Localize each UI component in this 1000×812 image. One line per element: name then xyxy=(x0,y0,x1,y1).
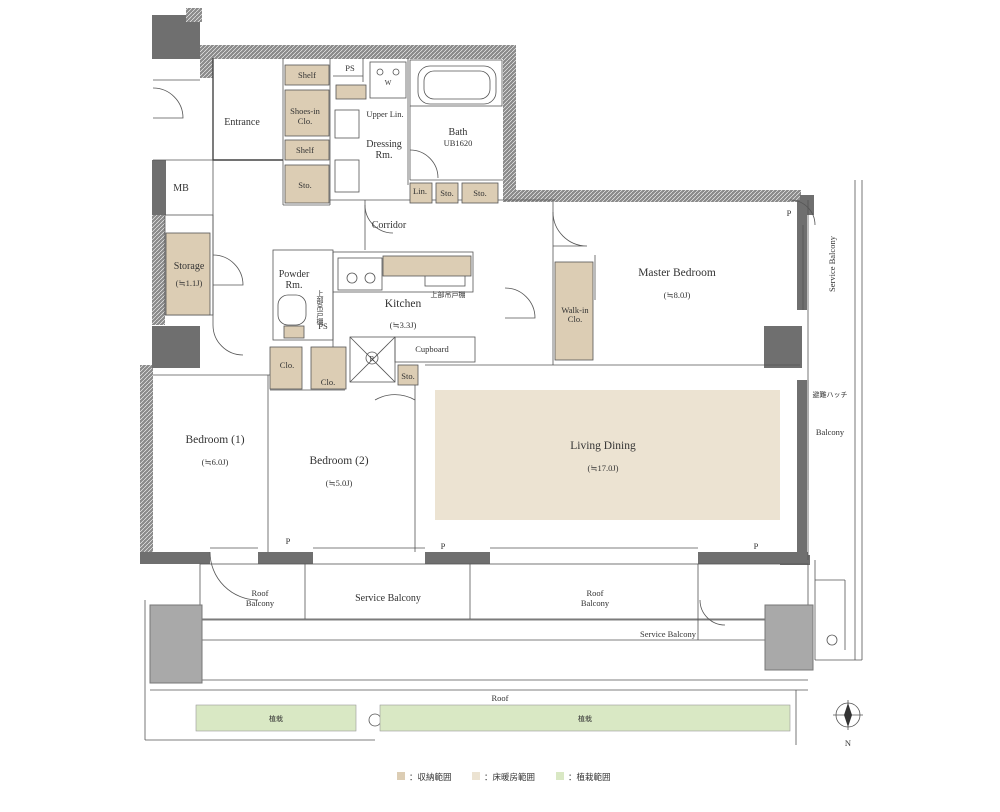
label-roof-balcony-left-2: Balcony xyxy=(246,598,275,608)
label-p-bed2: P xyxy=(286,536,291,546)
label-shelf-top: Shelf xyxy=(298,70,316,80)
label-clo: Clo. xyxy=(321,377,335,387)
label-bed2-size: (≒5.0J) xyxy=(326,478,353,488)
label-lin: Lin. xyxy=(413,186,427,196)
label-living-size: (≒17.0J) xyxy=(588,463,619,473)
label-kitchen-note: 上部吊戸棚 xyxy=(431,290,466,299)
label-compass-north: N xyxy=(845,738,851,748)
room-labels: Entrance Shelf Shoes-in Clo. Shelf Sto. … xyxy=(173,63,791,551)
outdoor-labels: Service Balcony 避難ハッチ Balcony Roof Balco… xyxy=(246,235,851,748)
interior-walls xyxy=(144,58,863,745)
label-bath: Bath xyxy=(449,127,468,138)
label-kitchen-size: (≒3.3J) xyxy=(390,320,417,330)
label-bed2: Bedroom (2) xyxy=(309,455,368,467)
legend-label-storage: ：収納範囲 xyxy=(409,772,452,782)
label-sto-kitchen: Sto. xyxy=(401,371,414,381)
label-roof-balcony-left: Roof xyxy=(252,588,269,598)
label-sto-entry: Sto. xyxy=(298,180,311,190)
label-walkin: Walk-in xyxy=(561,305,589,315)
label-clo-small: Clo. xyxy=(280,360,294,370)
label-sto-b: Sto. xyxy=(473,188,486,198)
label-corridor: Corridor xyxy=(372,220,407,231)
label-upper-lin: Upper Lin. xyxy=(366,109,403,119)
label-sto-a: Sto. xyxy=(440,188,453,198)
label-powder-rm: Rm. xyxy=(286,280,303,291)
label-shelf-bottom: Shelf xyxy=(296,145,314,155)
label-balcony: Balcony xyxy=(816,427,845,437)
exterior-walls xyxy=(140,8,814,565)
label-planting-right: 植栽 xyxy=(578,714,592,723)
label-roof: Roof xyxy=(492,693,509,703)
label-shoes-in-clo: Clo. xyxy=(298,116,312,126)
planting-area-right xyxy=(379,704,791,732)
label-shoes-in: Shoes-in xyxy=(290,106,321,116)
label-mb: MB xyxy=(173,183,189,194)
label-living: Living Dining xyxy=(570,440,636,452)
label-service-balcony-east: Service Balcony xyxy=(827,235,837,292)
label-roof-balcony-right: Roof xyxy=(587,588,604,598)
legend: ：収納範囲 ：床暖房範囲 ：植栽範囲 xyxy=(397,772,611,782)
label-p-living1: P xyxy=(441,541,446,551)
label-p-master: P xyxy=(787,208,792,218)
legend-label-planting: ：植栽範囲 xyxy=(568,772,611,782)
label-ps-powder: PS xyxy=(318,321,328,331)
floor-heating-area xyxy=(435,390,780,520)
label-powder-note: 上部吊戸棚 xyxy=(316,289,324,326)
balcony-column-right xyxy=(764,604,814,671)
label-p-living2: P xyxy=(754,541,759,551)
balcony-column-left xyxy=(149,604,203,684)
label-master: Master Bedroom xyxy=(638,267,716,279)
legend-swatch-storage xyxy=(397,772,405,780)
label-storage-size: (≒1.1J) xyxy=(176,278,203,288)
label-dressing: Dressing xyxy=(366,139,402,150)
label-dressing-rm: Rm. xyxy=(376,150,393,161)
compass xyxy=(833,700,863,730)
label-bath-unit: UB1620 xyxy=(444,138,473,148)
label-kitchen: Kitchen xyxy=(385,298,422,310)
label-roof-balcony-right-2: Balcony xyxy=(581,598,610,608)
label-service-balcony-south: Service Balcony xyxy=(355,593,421,604)
legend-swatch-planting xyxy=(556,772,564,780)
label-service-balcony-lower: Service Balcony xyxy=(640,629,697,639)
planting-area-left xyxy=(195,704,357,732)
label-planting-left: 植栽 xyxy=(269,714,283,723)
label-washer: W xyxy=(385,79,392,87)
legend-label-floor-heating: ：床暖房範囲 xyxy=(484,772,535,782)
label-hatch-note: 避難ハッチ xyxy=(813,390,848,399)
label-bed1: Bedroom (1) xyxy=(185,434,244,446)
label-entrance: Entrance xyxy=(224,117,260,128)
label-master-size: (≒8.0J) xyxy=(664,290,691,300)
label-storage: Storage xyxy=(174,261,205,272)
storage-areas xyxy=(165,64,594,390)
label-powder: Powder xyxy=(279,269,310,280)
label-bed1-size: (≒6.0J) xyxy=(202,457,229,467)
label-refrigerator: R xyxy=(370,355,375,363)
legend-swatch-floor-heating xyxy=(472,772,480,780)
label-cupboard: Cupboard xyxy=(415,344,449,354)
label-ps-top: PS xyxy=(345,63,355,73)
label-walkin-clo: Clo. xyxy=(568,314,582,324)
